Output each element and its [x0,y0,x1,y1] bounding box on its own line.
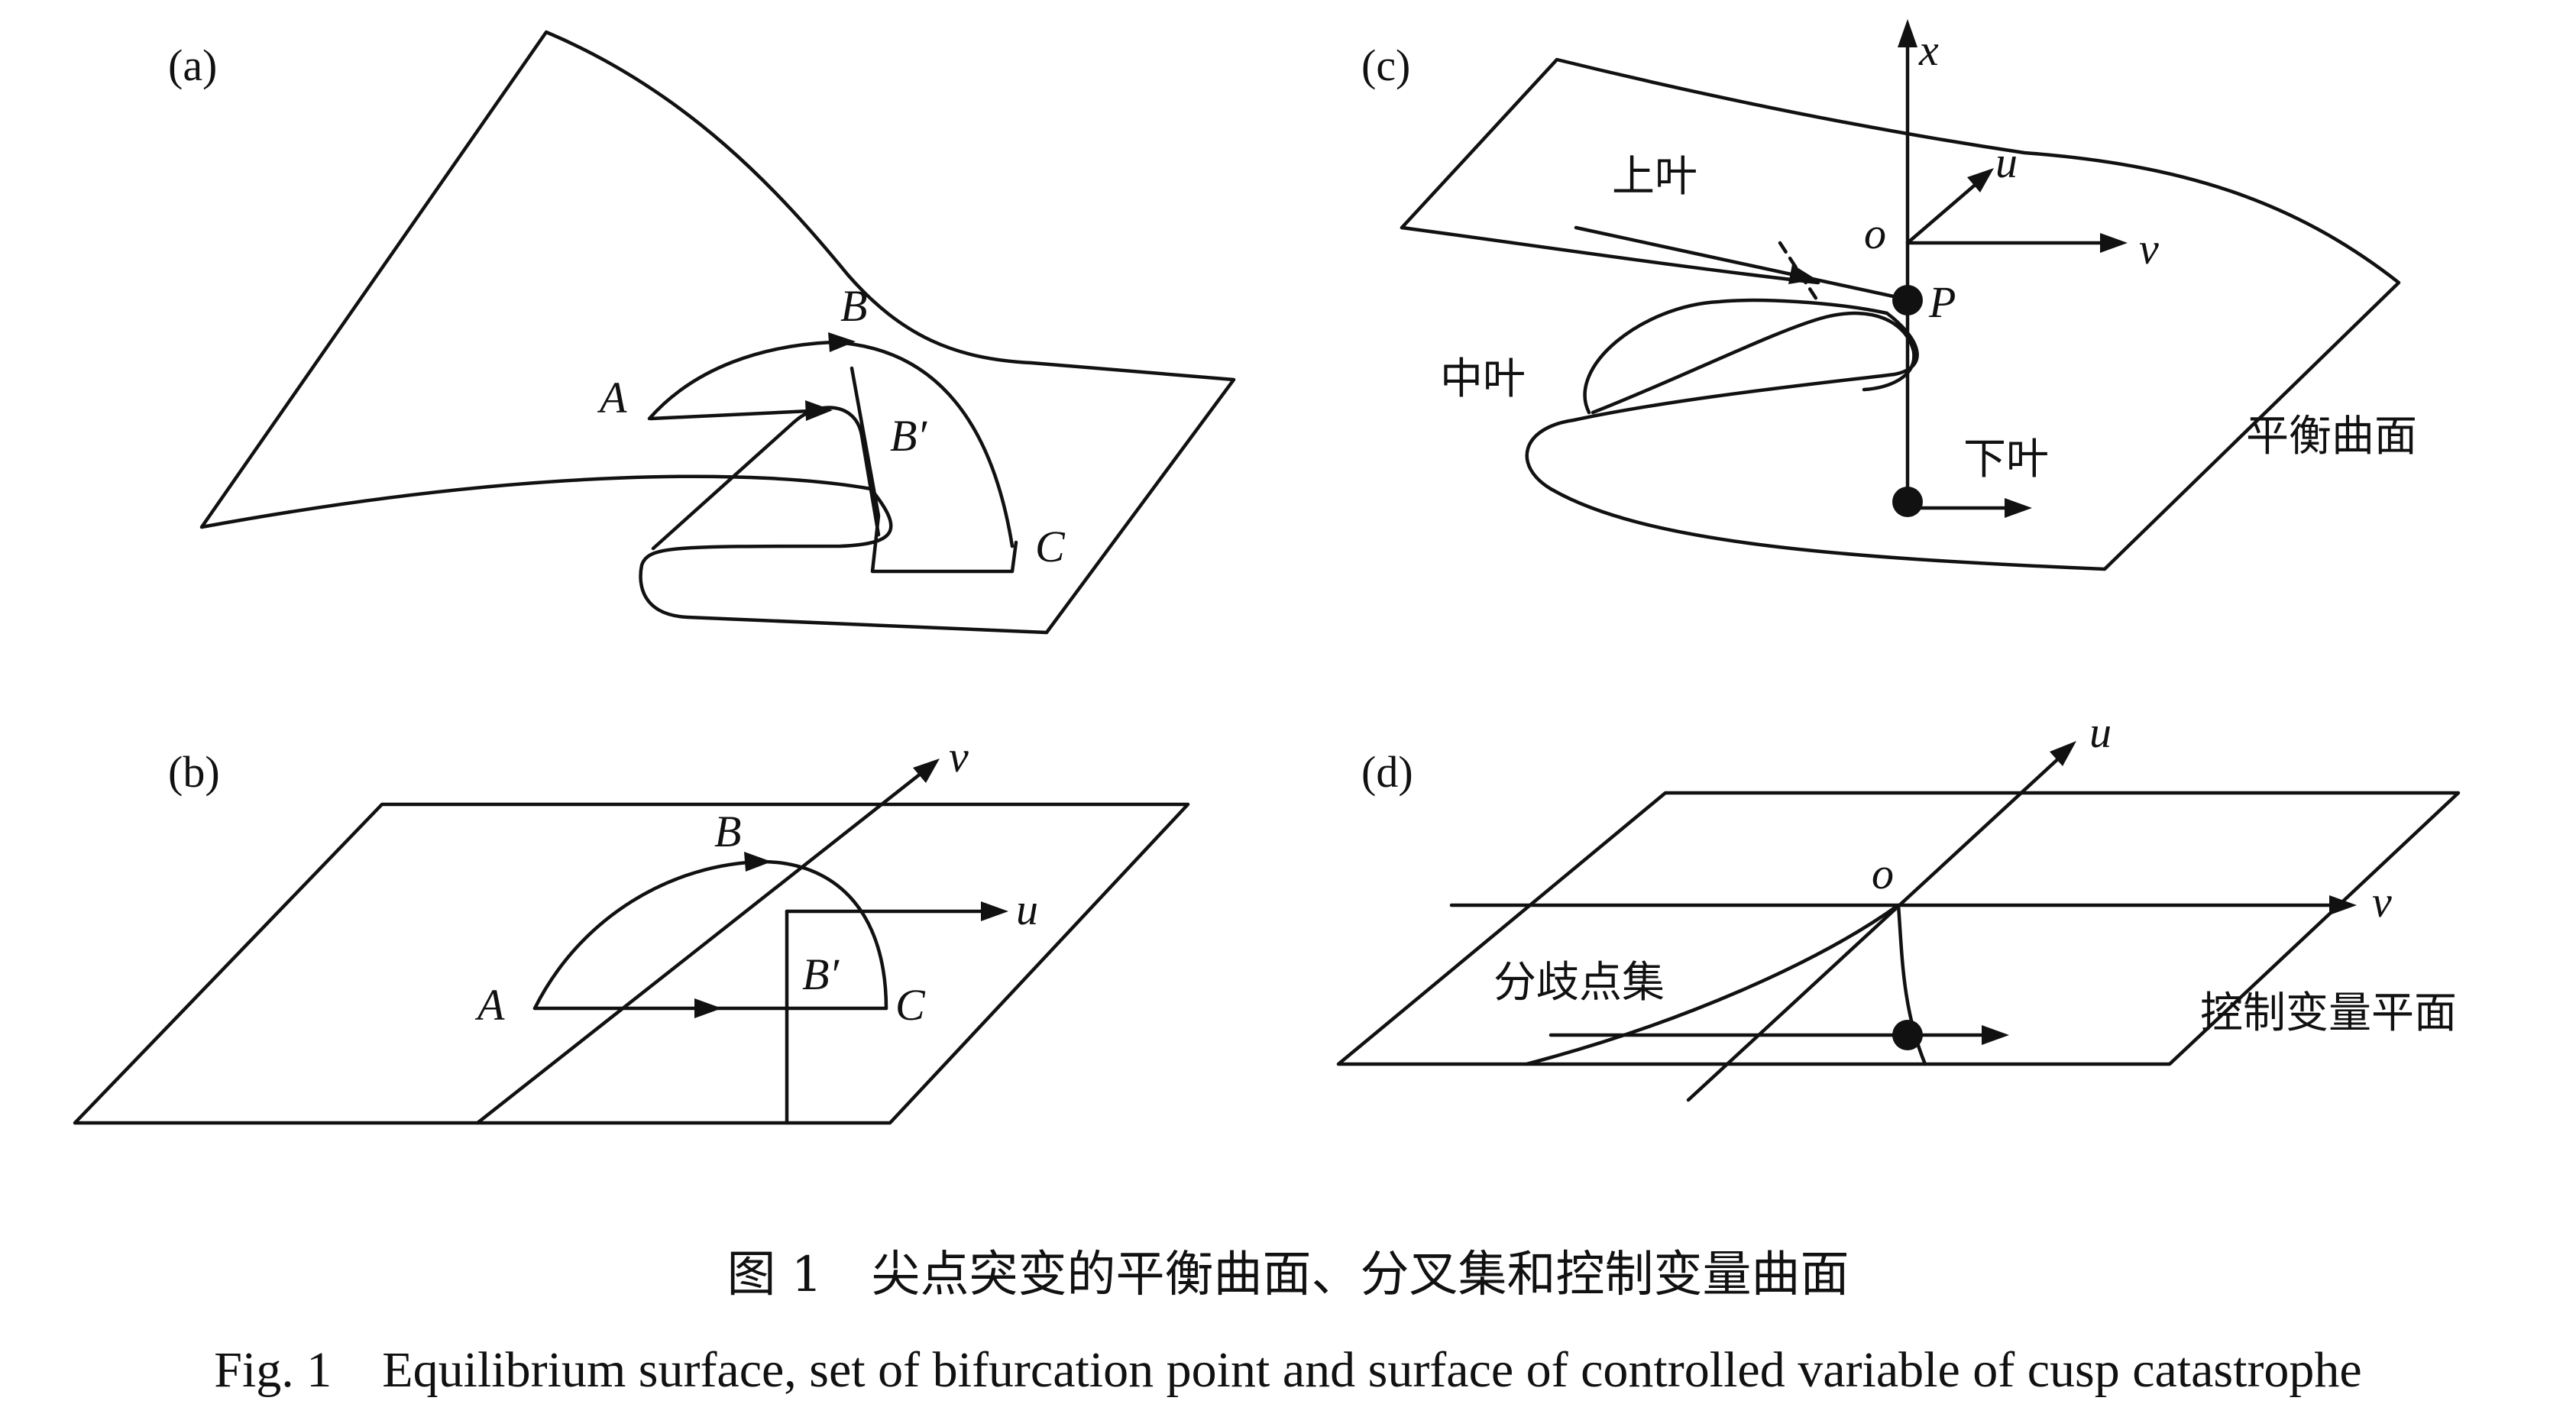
panel-c-surface-label: 平衡曲面 [2246,412,2417,461]
panel-b-axis-v [475,765,930,1125]
panel-d: (d) v u o 分歧点集 控制变量平面 [1336,707,2461,1102]
panel-c-surface-outline [1400,57,2401,571]
panel-b-arrow-ac [694,998,722,1018]
panel-c-path-upper [1574,225,1910,302]
panel-a-surface-outline [199,30,1236,635]
panel-b-point-a: A [474,980,505,1030]
panel-b-plane [73,802,1190,1125]
panel-c-point-p [1892,285,1923,315]
panel-c-axis-x-label: x [1918,25,1939,75]
panel-c-origin-label: o [1864,209,1886,258]
panel-d-bifurcation-left [1524,903,1901,1066]
panel-b-axis-v-arrow [913,759,940,783]
panel-c-lower-point [1892,487,1923,517]
panel-d-origin-label: o [1872,849,1894,898]
panel-c-arrow-upper [1788,264,1817,284]
caption-zh: 图 1 尖点突变的平衡曲面、分叉集和控制变量曲面 [727,1247,1849,1303]
panel-c-middle-fold [1591,311,1916,415]
panel-a-path-ab-prime [649,409,812,421]
panel-a-point-b-prime: B′ [890,411,927,461]
panel-b: (b) v u A B B′ C [73,732,1190,1125]
panel-d-axis-v-arrow [2329,895,2357,915]
panel-b-point-b-prime: B′ [802,950,840,999]
panel-c-lower-sheet-label: 下叶 [1963,435,2049,484]
panel-d-path-arrow [1982,1025,2009,1045]
panel-c-upper-sheet-label: 上叶 [1612,152,1697,202]
panel-b-point-c: C [895,980,926,1030]
panel-c-label: (c) [1361,40,1410,90]
panel-b-axis-u-label: u [1016,885,1038,934]
panel-c: (c) x v u o P 上叶 中叶 下叶 平衡曲面 [1361,19,2417,571]
panel-c-axis-u [1905,180,1981,245]
panel-a-path-abc [647,340,1015,548]
panel-a: (a) A B B′ C [168,30,1236,635]
panel-a-fold-edge [651,406,881,551]
panel-a-point-a: A [597,373,627,422]
panel-d-plane-label: 控制变量平面 [2200,988,2457,1038]
panel-d-axis-v-label: v [2372,877,2392,927]
panel-d-axis-u-label: u [2089,707,2112,757]
panel-c-lower-arrow [2005,498,2032,518]
panel-d-axis-u [1686,752,2065,1102]
panel-b-axis-v-label: v [949,732,969,781]
panel-d-axis-u-arrow [2050,741,2076,766]
panel-a-fold-tip [849,366,1018,574]
panel-c-axis-u-arrow [1967,168,1994,192]
panel-a-arrow-b-prime [805,400,833,421]
panel-c-axis-v-arrow [2100,233,2128,253]
panel-b-axis-u-arrow [981,901,1008,921]
panel-b-label: (b) [168,747,220,797]
panel-a-arrow-b [828,332,856,352]
panel-a-point-b: B [840,281,867,331]
panel-d-jump-point [1892,1020,1923,1050]
panel-c-axis-x-arrow [1898,19,1917,47]
panel-b-arrow-b [744,852,772,872]
panel-c-middle-sheet-label: 中叶 [1440,354,1526,404]
panel-a-point-c: C [1035,522,1066,571]
panel-c-axis-u-label: u [1995,137,2018,187]
panel-c-point-p-label: P [1928,277,1956,327]
panel-b-point-b: B [714,807,741,856]
panel-a-label: (a) [168,40,217,90]
panel-c-dashed-path [1778,241,1820,304]
panel-d-bifurcation-label: 分歧点集 [1493,958,1665,1008]
caption-en: Fig. 1 Equilibrium surface, set of bifur… [214,1342,2361,1398]
panel-c-axis-v-label: v [2139,224,2159,273]
panel-c-upper-edge [1400,225,1820,285]
panel-d-label: (d) [1361,747,1413,797]
panel-d-plane [1336,791,2461,1066]
